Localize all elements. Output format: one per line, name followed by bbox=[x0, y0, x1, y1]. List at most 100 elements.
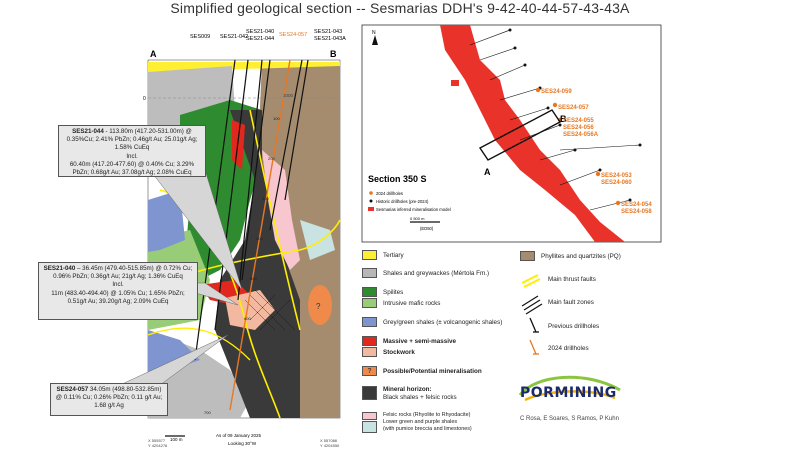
legend-swatch bbox=[362, 250, 377, 260]
legend-tertiary: Tertiary bbox=[362, 250, 404, 260]
callout-ses21-044: SES21-044 - 113.80m (417.20-531.00m) @ 0… bbox=[58, 125, 206, 177]
legend-swatch bbox=[362, 298, 377, 308]
legend-label: Previous drillholes bbox=[548, 323, 600, 330]
hole-label: SES21-044 bbox=[246, 36, 274, 42]
svg-text:300: 300 bbox=[262, 196, 269, 201]
callout-incl: Incl. bbox=[126, 152, 138, 160]
callout-text: 60.40m (417.20-477.60) @ 0.40% Cu; 3.29%… bbox=[69, 160, 195, 176]
legend-swatch bbox=[362, 287, 377, 297]
mineral-horizon bbox=[215, 110, 300, 418]
credits: C Rosa, E Soares, S Ramos, P Kuhn bbox=[520, 416, 619, 422]
drillhole-ses21-043 bbox=[269, 59, 303, 231]
map-hole-labels: SES24-059 SES24-057 SES24-055 SES24-056 … bbox=[541, 89, 652, 215]
legend-swatch bbox=[362, 386, 377, 400]
svg-text:SES24-053: SES24-053 bbox=[601, 173, 632, 179]
map-end-b: B bbox=[560, 114, 567, 124]
coord-right-y: Y 4204550 bbox=[320, 443, 340, 448]
svg-text:600: 600 bbox=[244, 316, 251, 321]
svg-text:SES24-056A: SES24-056A bbox=[563, 132, 599, 138]
drillhole-ses21-044 bbox=[241, 59, 271, 281]
map-legend-2024: 2024 drillholes bbox=[376, 191, 403, 196]
legend-swatch: ? bbox=[362, 366, 377, 376]
legend-swatch bbox=[362, 317, 377, 327]
drillhole-ses21-042 bbox=[214, 59, 249, 331]
svg-text:SES24-054: SES24-054 bbox=[621, 202, 652, 208]
pormining-logo: PORMINING bbox=[520, 385, 617, 401]
hole-label: SES009 bbox=[190, 34, 210, 40]
grey-green-shales bbox=[148, 190, 185, 252]
legend-label: Possible/Potential mineralisation bbox=[383, 367, 482, 375]
legend-previous-drillholes: Previous drillholes bbox=[548, 323, 599, 330]
legend-label: Shales and greywackes (Mértola Fm.) bbox=[383, 269, 490, 277]
stockwork-zone bbox=[225, 290, 275, 330]
section-end-a: A bbox=[150, 49, 157, 59]
legend-label: Stockwork bbox=[383, 349, 415, 356]
legend-2024-drillhole-icon bbox=[529, 339, 539, 355]
legend-shales: Shales and greywackes (Mértola Fm.) bbox=[362, 268, 489, 278]
page-title: Simplified geological section -- Sesmari… bbox=[170, 0, 630, 16]
map-legend-model-icon bbox=[368, 207, 374, 211]
map-legend-historic: Historic drillholes (pre-2024) bbox=[376, 199, 429, 204]
legend-previous-drillhole-icon bbox=[529, 317, 539, 333]
legend-swatch bbox=[362, 268, 377, 278]
legend-label: Main thrust faults bbox=[548, 276, 596, 283]
coord-right-x: X 557086 bbox=[320, 438, 338, 443]
looking-note: Looking 30°W bbox=[228, 441, 257, 446]
legend-label: Black shales + felsic rocks bbox=[383, 394, 457, 401]
svg-text:SES24-059: SES24-059 bbox=[541, 89, 572, 95]
phyllite-unit bbox=[258, 62, 340, 418]
legend-mineral-horizon: Mineral horizon: Black shales + felsic r… bbox=[362, 386, 457, 402]
legend-label: Main fault zones bbox=[548, 299, 594, 306]
legend-label: Grey/green shales (± volcanogenic shales… bbox=[383, 318, 503, 326]
map-legend-model: Sesmarias inferred mineralisation model bbox=[376, 207, 451, 212]
coord-left-y: Y 4204276 bbox=[148, 443, 168, 448]
svg-text:100: 100 bbox=[273, 116, 280, 121]
hole-label-group: SES009 SES21-042 SES21-040 SES21-044 SES… bbox=[190, 29, 346, 42]
legend-swatch bbox=[362, 347, 377, 357]
callout-text: – 36.45m (479.40-515.85m) @ 0.72% Cu; 0.… bbox=[53, 265, 193, 281]
legend-fault-zone-icon bbox=[521, 295, 543, 315]
legend-label: Phyllites and quartzites (PQ) bbox=[541, 252, 621, 260]
logo-swoosh-icon-2 bbox=[524, 390, 616, 402]
mineralisation-model-small bbox=[451, 80, 459, 86]
drillhole-ses21-043a bbox=[284, 59, 309, 201]
legend-thrust-faults: Main thrust faults bbox=[548, 276, 596, 283]
legend-spilites: Spilites Intrusive mafic rocks bbox=[362, 287, 440, 309]
massive-sulphides-upper bbox=[232, 120, 245, 170]
svg-text:SES24-060: SES24-060 bbox=[601, 180, 632, 186]
callout-hole-id: SES21-040 bbox=[43, 265, 76, 272]
map-scale-label: 0 500 m bbox=[410, 216, 425, 221]
map-drillholes bbox=[469, 29, 641, 211]
callout-ses24-057: SES24-057 34.05m (498.80-532.85m) @ 0.11… bbox=[50, 383, 168, 416]
legend-2024-drillholes: 2024 drillholes bbox=[548, 345, 589, 352]
callout-hole-id: SES24-057 bbox=[56, 386, 89, 393]
callout-text: 11m (483.40-494.40) @ 1.05% Cu; 1.65% Pb… bbox=[51, 289, 185, 305]
legend-label: Massive + semi-massive bbox=[383, 338, 456, 345]
hole-label: SES21-040 bbox=[246, 29, 274, 35]
legend-label: Spilites bbox=[383, 289, 404, 296]
svg-text:SES24-057: SES24-057 bbox=[558, 105, 589, 111]
map-2024-collars bbox=[535, 87, 621, 206]
callout-text: - 113.80m (417.20-531.00m) @ 0.35%Cu; 2.… bbox=[66, 128, 198, 152]
legend-label: Mineral horizon: bbox=[383, 386, 432, 393]
legend-massive: Massive + semi-massive Stockwork bbox=[362, 336, 456, 358]
felsic-rocks bbox=[262, 150, 300, 270]
map-drillhole-collars bbox=[508, 28, 642, 202]
north-arrow-icon bbox=[372, 35, 378, 45]
svg-text:200: 200 bbox=[268, 156, 275, 161]
hole-label: SES24-057 bbox=[279, 32, 307, 38]
hole-label: SES21-042 bbox=[220, 34, 248, 40]
north-label: N bbox=[372, 30, 376, 36]
map-datum: (ED50) bbox=[420, 226, 434, 231]
possible-mineralisation bbox=[308, 285, 332, 325]
svg-text:SES24-055: SES24-055 bbox=[563, 118, 594, 124]
legend-label: 2024 drillholes bbox=[548, 345, 589, 352]
legend-swatch bbox=[362, 412, 377, 420]
hole-label: SES21-043 bbox=[314, 29, 342, 35]
fault-zone-hatch bbox=[244, 289, 296, 331]
section-end-b: B bbox=[330, 49, 337, 59]
callout-hole-id: SES21-044 bbox=[72, 128, 104, 135]
legend-label: Felsic rocks (Rhyolite to Rhyodacite) bbox=[383, 412, 471, 418]
legend-grey-green-shales: Grey/green shales (± volcanogenic shales… bbox=[362, 317, 502, 327]
lower-shales bbox=[300, 220, 335, 260]
